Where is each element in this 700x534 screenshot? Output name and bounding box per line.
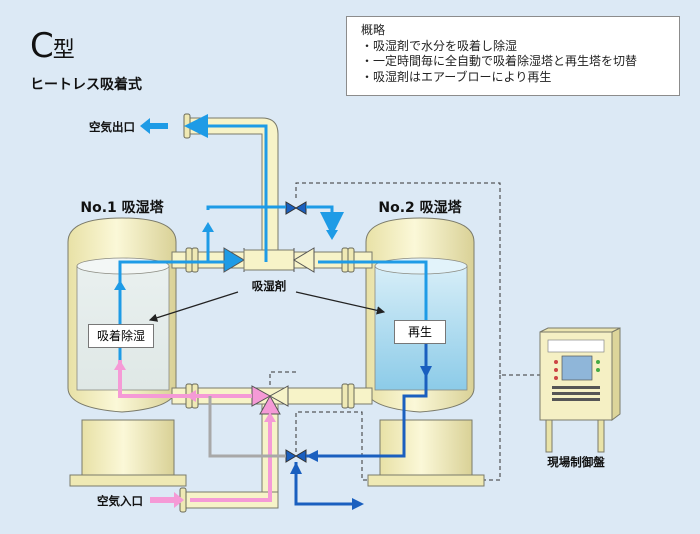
summary-line-2: ・一定時間毎に全自動で吸着除湿塔と再生塔を切替: [361, 54, 638, 68]
desiccant-pointers: [148, 291, 386, 322]
wet-air-arrows: [114, 360, 276, 422]
air-inlet-label: 空気入口: [97, 494, 143, 508]
tower-1: [67, 217, 187, 487]
diagram-subtitle: ヒートレス吸着式: [30, 77, 142, 93]
tower-2: [365, 217, 485, 487]
exhaust-line: [208, 396, 286, 458]
tower-1-state-label: 吸着除湿: [88, 324, 154, 348]
check-valves-upper: [223, 247, 315, 273]
tower-2-title: No.2 吸湿塔: [378, 199, 462, 216]
air-outlet-label: 空気出口: [89, 120, 135, 134]
diagram-title: C型: [30, 26, 75, 66]
wet-air-flow: [118, 360, 272, 502]
purge-valve: [285, 201, 307, 215]
air-outlet-arrow: [140, 118, 168, 134]
control-panel-label: 現場制御盤: [547, 455, 605, 469]
inlet-switch-valve: [251, 385, 289, 415]
summary-line-1: ・吸湿剤で水分を吸着し除湿: [361, 38, 518, 53]
summary-line-3: ・吸湿剤はエアーブローにより再生: [361, 69, 552, 84]
title-letter: C: [30, 26, 54, 66]
summary-heading: 概略: [361, 23, 386, 37]
regen-air-arrows: [290, 366, 432, 510]
title-suffix: 型: [52, 38, 75, 63]
tower-2-state-label: 再生: [394, 320, 446, 344]
desiccant-label: 吸湿剤: [252, 279, 287, 293]
air-inlet-arrow: [150, 492, 184, 508]
control-signal-lines: [269, 182, 540, 481]
tower-1-title: No.1 吸湿塔: [80, 199, 164, 216]
summary-box: 概略 ・吸湿剤で水分を吸着し除湿 ・一定時間毎に全自動で吸着除湿塔と再生塔を切替…: [346, 16, 680, 96]
dry-air-arrows: [114, 222, 338, 290]
control-panel: [539, 327, 621, 453]
